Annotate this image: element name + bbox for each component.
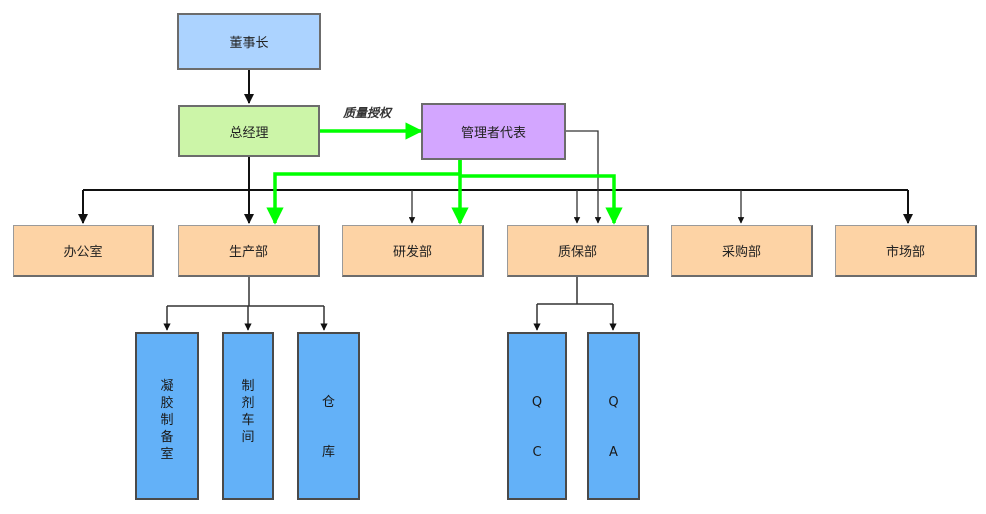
dept-production-label: 生产部 <box>228 245 268 260</box>
dept-marketing-label: 市场部 <box>885 245 925 260</box>
unit-gel-preparation-label: 凝 胶 制 备 室 <box>160 379 174 462</box>
unit-qc: Q C <box>507 332 567 500</box>
dept-purchasing: 采购部 <box>671 225 813 277</box>
general-manager-label: 总经理 <box>229 125 269 141</box>
unit-preparation-workshop: 制 剂 车 间 <box>222 332 274 500</box>
edge-rep-production <box>266 160 462 225</box>
management-rep-label: 管理者代表 <box>460 126 526 141</box>
chairman-box: 董事长 <box>177 13 321 70</box>
dept-office-label: 办公室 <box>63 245 103 260</box>
dept-office: 办公室 <box>13 225 154 277</box>
unit-qa: Q A <box>587 332 640 500</box>
unit-qa-label: Q A <box>608 395 619 460</box>
dept-rnd-label: 研发部 <box>392 245 432 260</box>
unit-warehouse-label: 仓 库 <box>321 395 335 460</box>
unit-gel-preparation-room: 凝 胶 制 备 室 <box>135 332 199 500</box>
management-rep-box: 管理者代表 <box>421 103 566 160</box>
unit-preparation-workshop-label: 制 剂 车 间 <box>241 379 255 445</box>
unit-warehouse: 仓 库 <box>297 332 360 500</box>
edge-rep-qa <box>566 130 602 224</box>
dept-quality-assurance: 质保部 <box>507 225 649 277</box>
dept-rnd: 研发部 <box>342 225 484 277</box>
dept-production: 生产部 <box>178 225 320 277</box>
unit-qc-label: Q C <box>531 395 543 460</box>
general-manager-box: 总经理 <box>178 105 320 157</box>
edge-rep-qa-green <box>460 174 623 225</box>
chairman-label: 董事长 <box>229 36 269 51</box>
dept-marketing: 市场部 <box>835 225 977 277</box>
dept-purchasing-label: 采购部 <box>721 245 761 260</box>
quality-authorization-label: 质量授权 <box>343 106 392 120</box>
dept-quality-assurance-label: 质保部 <box>557 245 597 260</box>
